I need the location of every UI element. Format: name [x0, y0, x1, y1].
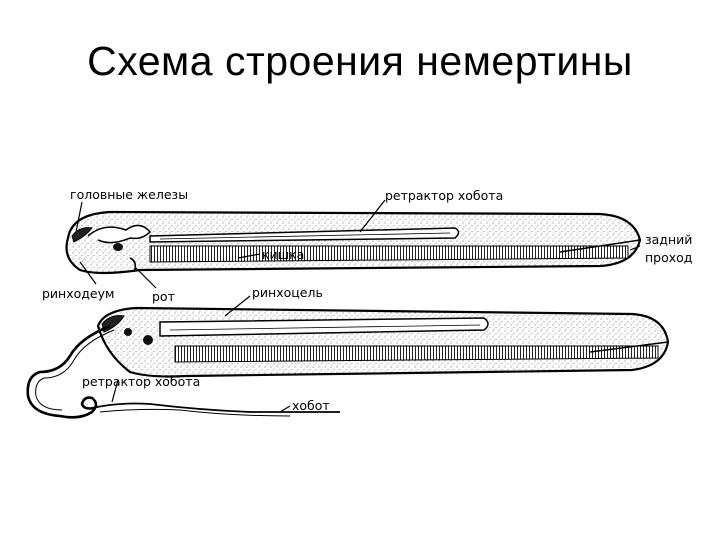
bottom-worm — [28, 308, 668, 417]
label-retractor-bottom: ретрактор хобота — [82, 374, 200, 389]
bottom-ganglion-2 — [143, 335, 153, 345]
label-intestine: кишка — [262, 247, 304, 262]
label-anus-line2: проход — [645, 250, 692, 265]
label-retractor-top: ретрактор хобота — [385, 188, 503, 203]
bottom-ganglion-1 — [124, 328, 132, 336]
label-head-glands: головные железы — [70, 187, 188, 202]
bottom-body-outline — [98, 308, 668, 377]
label-anus-line1: задний — [645, 232, 692, 247]
label-mouth: рот — [152, 289, 175, 304]
label-rhynchocoel: ринхоцель — [252, 285, 323, 300]
label-rhynchodaeum: ринходеум — [42, 286, 114, 301]
label-proboscis: хобот — [292, 398, 330, 413]
top-ganglion — [113, 243, 123, 251]
top-worm — [67, 212, 641, 273]
